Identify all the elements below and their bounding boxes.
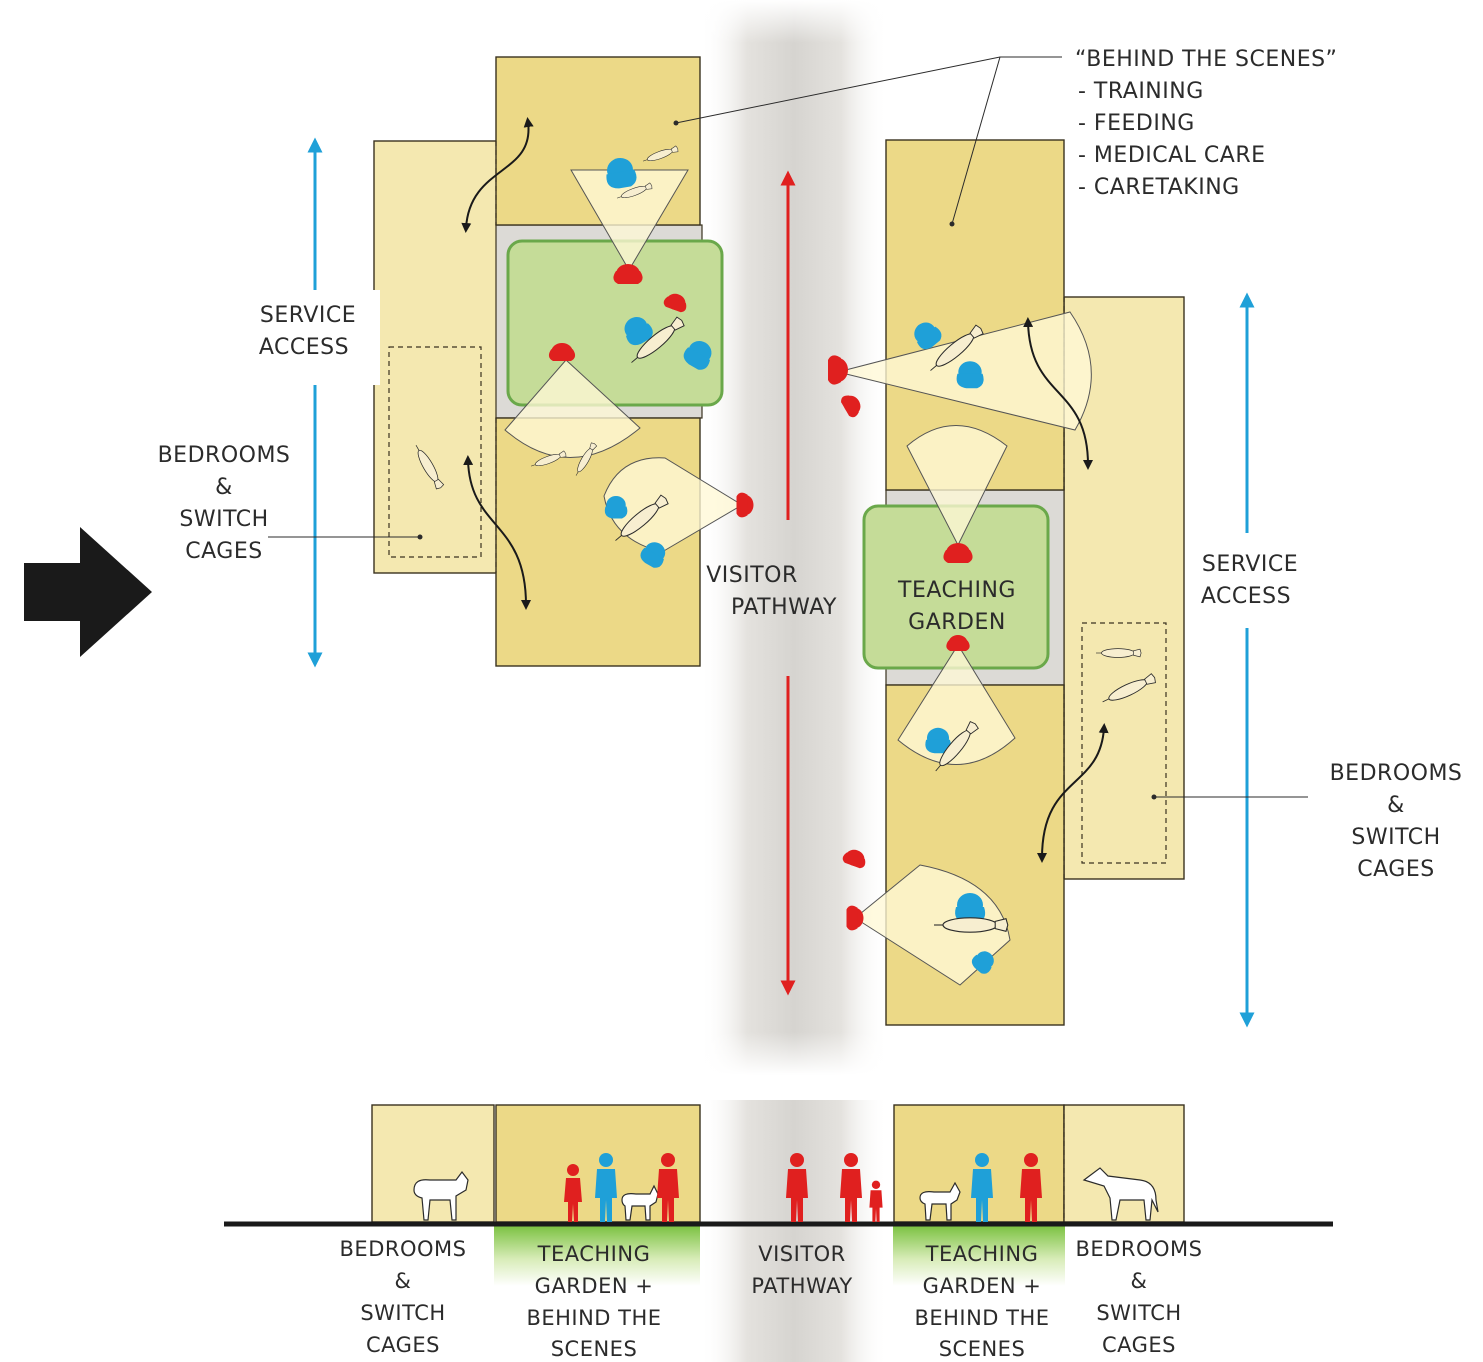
svg-text:BEDROOMS: BEDROOMS <box>340 1237 467 1261</box>
svg-text:BEDROOMS: BEDROOMS <box>1076 1237 1203 1261</box>
svg-text:SWITCH: SWITCH <box>1096 1301 1181 1325</box>
svg-text:SERVICE: SERVICE <box>1202 552 1298 577</box>
svg-text:GARDEN: GARDEN <box>908 610 1006 635</box>
behind-title: “BEHIND THE SCENES” <box>1075 47 1337 72</box>
svg-text:ACCESS: ACCESS <box>1201 584 1291 609</box>
svg-text:VISITOR: VISITOR <box>758 1242 846 1266</box>
svg-text:BEHIND THE: BEHIND THE <box>526 1306 661 1330</box>
svg-text:TEACHING: TEACHING <box>897 578 1016 603</box>
svg-text:VISITOR: VISITOR <box>706 563 798 588</box>
behind-item: - TRAINING <box>1078 79 1204 104</box>
service-access-right-label: SERVICE ACCESS <box>1201 552 1298 609</box>
svg-text:PATHWAY: PATHWAY <box>731 595 837 620</box>
svg-text:TEACHING: TEACHING <box>537 1242 651 1266</box>
svg-text:SCENES: SCENES <box>551 1337 638 1361</box>
behind-item: - CARETAKING <box>1078 175 1240 200</box>
svg-text:SCENES: SCENES <box>939 1337 1026 1361</box>
behind-the-scenes-label: “BEHIND THE SCENES” - TRAINING - FEEDING… <box>1075 47 1337 200</box>
svg-text:&: & <box>395 1269 412 1293</box>
svg-text:CAGES: CAGES <box>1357 857 1434 882</box>
section-label-bedrooms-right: BEDROOMS & SWITCH CAGES <box>1076 1237 1203 1357</box>
left-exhibit-complex <box>240 56 754 668</box>
svg-text:SWITCH: SWITCH <box>1351 825 1440 850</box>
animal-icon <box>621 1184 659 1221</box>
section-label-garden-right: TEACHING GARDEN + BEHIND THE SCENES <box>914 1242 1049 1361</box>
behind-item: - MEDICAL CARE <box>1078 143 1266 168</box>
svg-text:SERVICE: SERVICE <box>260 303 356 328</box>
svg-text:BEDROOMS: BEDROOMS <box>158 443 291 468</box>
svg-text:BEHIND THE: BEHIND THE <box>914 1306 1049 1330</box>
visitor-pathway-label: VISITOR PATHWAY <box>706 563 837 620</box>
section-label-garden-left: TEACHING GARDEN + BEHIND THE SCENES <box>526 1242 661 1361</box>
svg-text:SWITCH: SWITCH <box>360 1301 445 1325</box>
svg-text:GARDEN +: GARDEN + <box>535 1274 654 1298</box>
section-label-bedrooms-left: BEDROOMS & SWITCH CAGES <box>340 1237 467 1357</box>
animal-icon <box>1082 1167 1159 1221</box>
service-access-left-label: SERVICE ACCESS <box>259 303 356 360</box>
section-bedroom-right <box>1063 1104 1185 1223</box>
entry-arrow-icon <box>24 527 152 657</box>
left-switch-cage-outline <box>388 346 482 558</box>
left-teaching-garden <box>506 239 724 407</box>
svg-text:CAGES: CAGES <box>366 1333 440 1357</box>
svg-text:&: & <box>215 475 233 500</box>
section-view: BEDROOMS & SWITCH CAGES TEACHING GARDEN … <box>224 1104 1333 1361</box>
left-bedroom-block <box>373 140 505 574</box>
green-band-right <box>893 1226 1065 1286</box>
section-label-visitor: VISITOR PATHWAY <box>751 1242 852 1298</box>
svg-text:PATHWAY: PATHWAY <box>751 1274 852 1298</box>
svg-text:ACCESS: ACCESS <box>259 335 349 360</box>
svg-text:&: & <box>1131 1269 1148 1293</box>
svg-text:BEDROOMS: BEDROOMS <box>1330 761 1463 786</box>
svg-text:CAGES: CAGES <box>1102 1333 1176 1357</box>
animal-icon <box>413 1171 469 1221</box>
right-exhibit-complex <box>828 139 1310 1028</box>
svg-text:CAGES: CAGES <box>185 539 262 564</box>
green-band-left <box>494 1226 700 1286</box>
behind-item: - FEEDING <box>1078 111 1195 136</box>
animal-icon <box>919 1181 961 1221</box>
section-bedroom-left <box>371 1104 495 1223</box>
bedrooms-left-label: BEDROOMS & SWITCH CAGES <box>158 443 291 564</box>
bedrooms-right-label: BEDROOMS & SWITCH CAGES <box>1330 761 1463 882</box>
svg-text:TEACHING: TEACHING <box>925 1242 1039 1266</box>
svg-text:GARDEN +: GARDEN + <box>923 1274 1042 1298</box>
svg-text:SWITCH: SWITCH <box>179 507 268 532</box>
teaching-garden-label: TEACHING GARDEN <box>897 578 1016 635</box>
svg-text:&: & <box>1387 793 1405 818</box>
